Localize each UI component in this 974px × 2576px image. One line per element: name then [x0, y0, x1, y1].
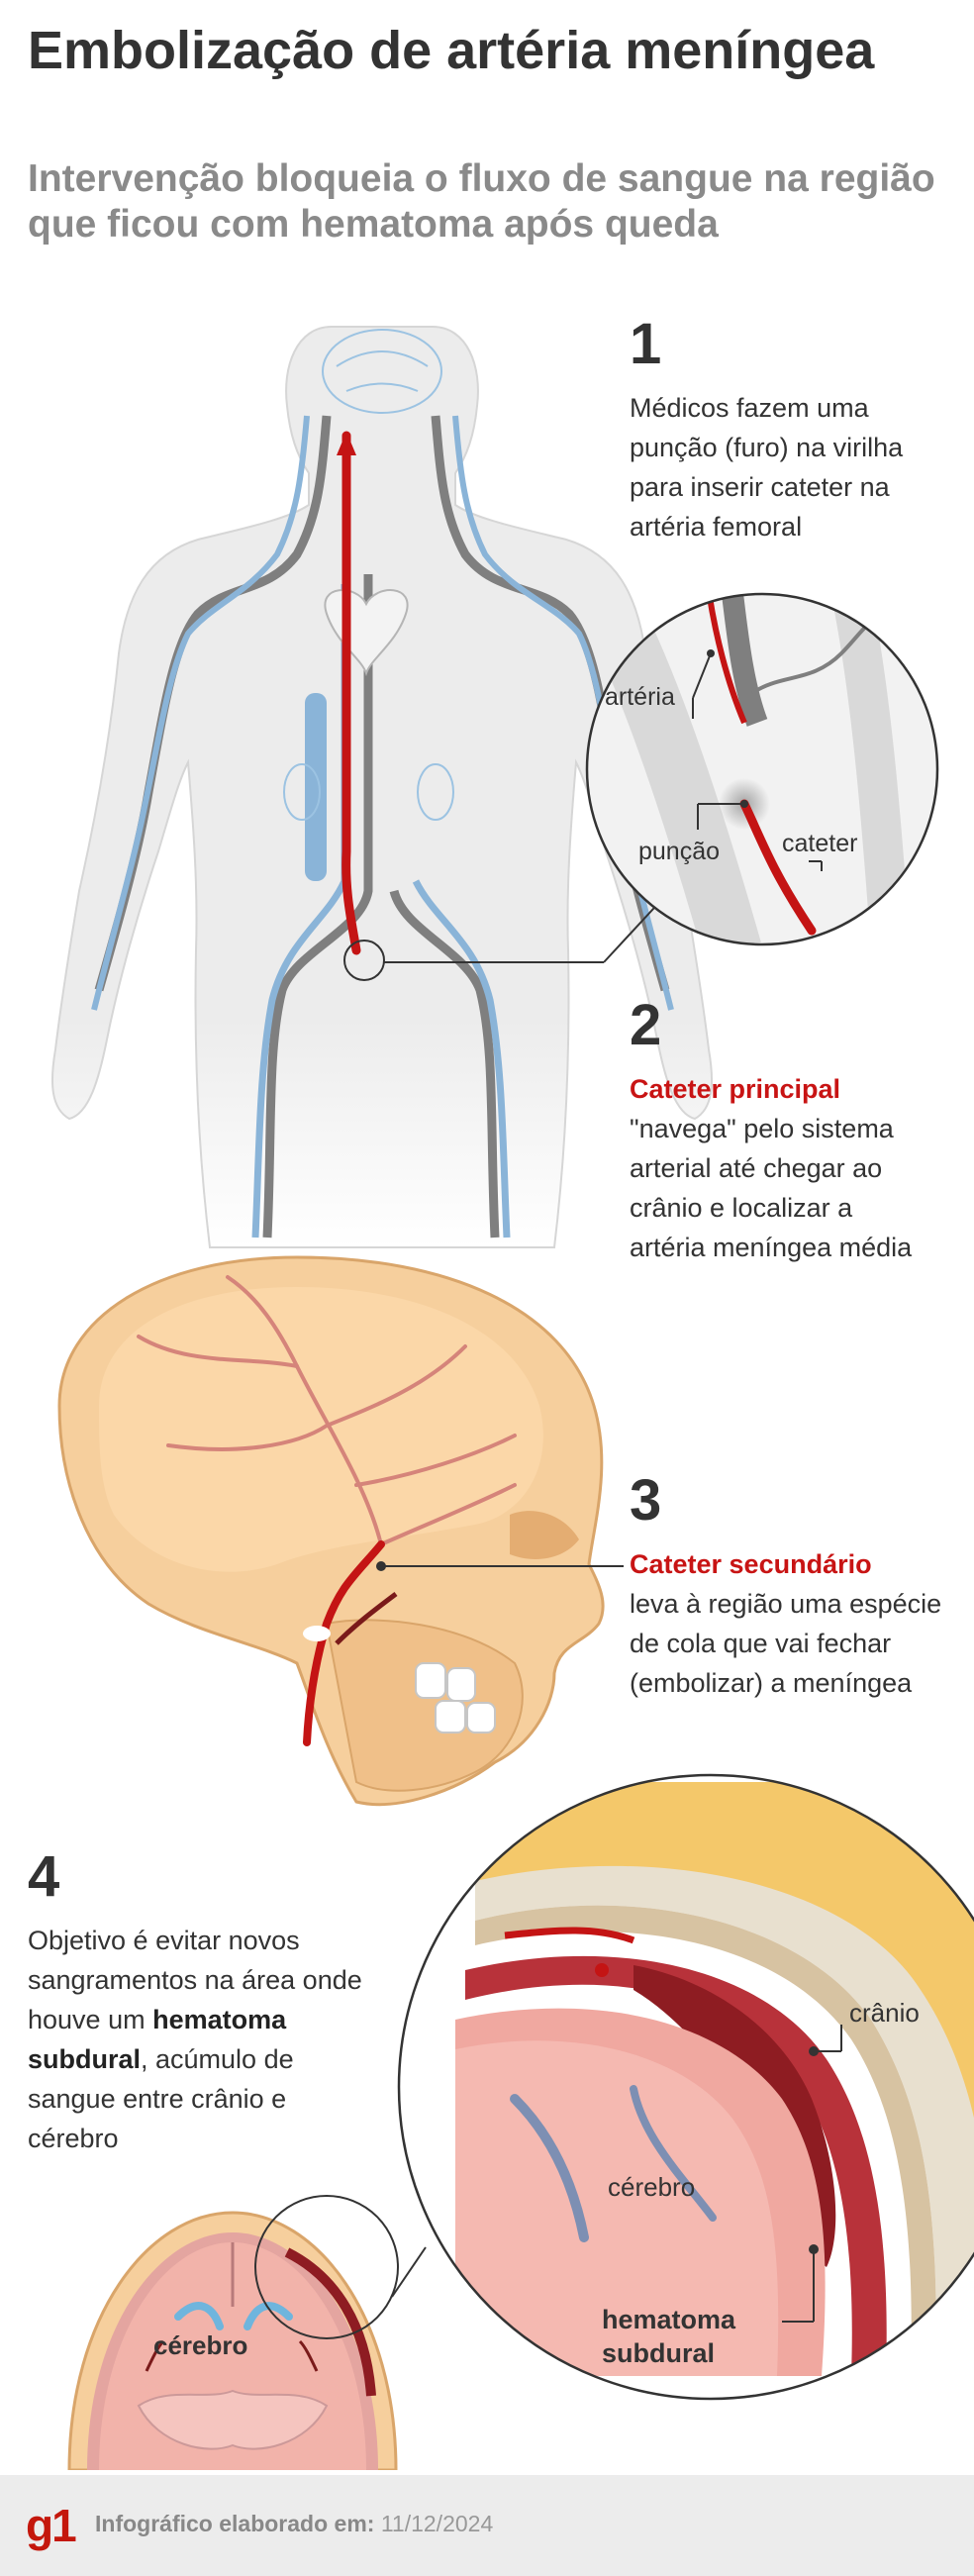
step-4-body-after: , acúmulo de sangue entre crânio e céreb…	[28, 2044, 294, 2153]
step-2: 2 Cateter principal "navega" pelo sistema…	[630, 996, 926, 1267]
step-4-bold: hematoma subdural	[28, 2005, 287, 2074]
footer-credit-label: Infográfico elaborado em:	[95, 2511, 375, 2536]
step-4-number: 4	[28, 1844, 60, 1909]
label-cerebro-zoom: cérebro	[608, 2172, 695, 2202]
step-2-text: Cateter principal "navega" pelo sistema a…	[630, 1069, 926, 1267]
step-1-number: 1	[630, 312, 662, 376]
label-puncao: punção	[638, 838, 720, 865]
step-4: 4 Objetivo é evitar novos sangramentos n…	[28, 1847, 364, 2158]
label-arteria: artéria	[605, 683, 675, 711]
label-hematoma-line1: hematoma	[602, 2305, 736, 2334]
g1-logo: g1	[26, 2500, 77, 2551]
step-4-text: Objetivo é evitar novos sangramentos na …	[28, 1921, 364, 2158]
label-cerebro-section: cérebro	[153, 2330, 247, 2360]
illustration-canvas: artéria punção cateter	[50, 326, 974, 2470]
step-2-body: "navega" pelo sistema arterial até chega…	[630, 1114, 913, 1262]
hematoma-zoom: crânio cérebro hematoma subdural	[397, 1773, 974, 2401]
page-subtitle: Intervenção bloqueia o fluxo de sangue n…	[28, 157, 935, 246]
step-2-highlight: Cateter principal	[630, 1074, 841, 1104]
brain-section: cérebro	[67, 2195, 427, 2470]
step-3-body: leva à região uma espécie de cola que va…	[630, 1589, 942, 1698]
label-cateter: cateter	[782, 830, 857, 857]
step-2-number: 2	[630, 993, 662, 1057]
step-4-body-before: Objetivo é evitar novos sangramentos na …	[28, 1926, 362, 2034]
step-3-number: 3	[630, 1468, 662, 1533]
label-cranio: crânio	[849, 1998, 920, 2028]
step-3-highlight: Cateter secundário	[630, 1549, 872, 1579]
skull-figure	[57, 1255, 624, 1807]
step-1-text: Médicos fazem uma punção (furo) na viril…	[630, 393, 904, 542]
page-title: Embolização de artéria meníngea	[28, 21, 875, 80]
footer-credit: Infográfico elaborado em: 11/12/2024	[95, 2511, 493, 2537]
footer-date: 11/12/2024	[380, 2511, 494, 2536]
step-3: 3 Cateter secundário leva à região uma es…	[630, 1471, 946, 1703]
label-hematoma-line2: subdural	[602, 2338, 715, 2368]
footer: g1 Infográfico elaborado em: 11/12/2024	[0, 2475, 974, 2576]
step-3-text: Cateter secundário leva à região uma espé…	[630, 1544, 946, 1703]
body-figure	[50, 326, 714, 1248]
step-1: 1 Médicos fazem uma punção (furo) na vir…	[630, 315, 946, 546]
